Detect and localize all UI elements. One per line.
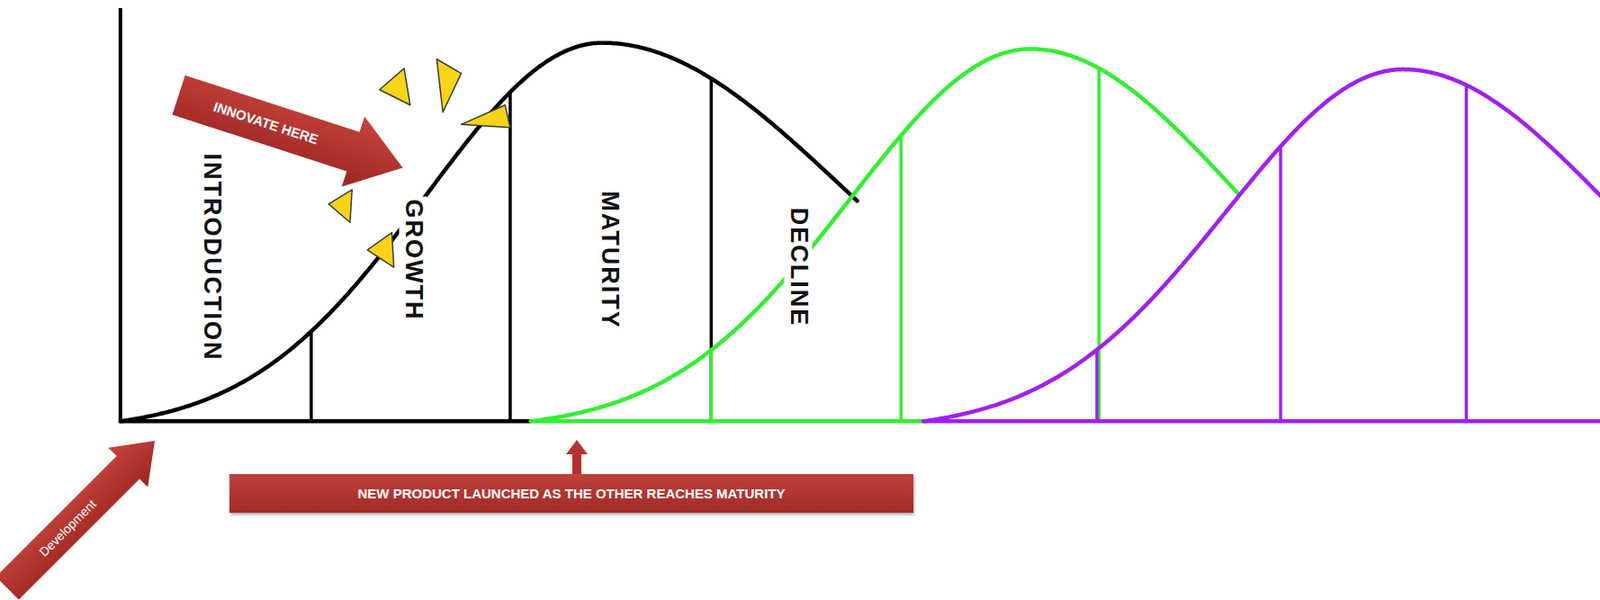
launch-pointer-head: [566, 440, 588, 455]
burst-mark: [367, 233, 394, 269]
stage-arrow: Development: [0, 421, 175, 600]
sales-curve: [120, 43, 858, 423]
stage-divider: [1278, 146, 1283, 423]
stage-divider: [1465, 85, 1469, 423]
time-axis: [120, 419, 531, 424]
burst-mark: [328, 189, 352, 223]
stage-label: INTRODUCTION: [197, 150, 225, 364]
stage-divider: [710, 350, 714, 422]
sales-curve: [530, 48, 1240, 422]
stage-divider: [1096, 68, 1101, 422]
life-cycle-curve: [923, 69, 1600, 422]
stage-label-holder: GROWTH: [399, 197, 428, 324]
stage-label-holder: DECLINE: [783, 205, 812, 331]
arrow-body: [0, 421, 175, 600]
burst-mark: [436, 59, 461, 113]
stage-label: MATURITY: [594, 188, 623, 332]
stage-label: DECLINE: [783, 205, 812, 331]
launch-pointer-stem: [572, 452, 582, 476]
stage-label: GROWTH: [399, 197, 428, 324]
stage-divider: [710, 78, 714, 422]
burst-mark: [461, 105, 511, 128]
time-axis: [923, 419, 1600, 424]
life-cycle-curve: [120, 43, 858, 423]
node-text: Development: [1, 462, 134, 594]
time-axis: [530, 419, 925, 424]
note-banner: NEW PRODUCT LAUNCHED AS THE OTHER REACHE…: [229, 474, 914, 513]
stage-divider: [309, 331, 314, 422]
sales-curve: [923, 69, 1600, 422]
burst-mark: [379, 68, 411, 106]
y-axis: [118, 8, 123, 423]
node-text: NEW PRODUCT LAUNCHED AS THE OTHER REACHE…: [358, 485, 786, 502]
stage-divider: [899, 135, 904, 423]
stage-divider: [1095, 350, 1099, 422]
stage-label-holder: MATURITY: [594, 188, 623, 332]
stage-label-holder: INTRODUCTION: [197, 150, 225, 364]
life-cycle-curve: [530, 48, 1240, 422]
stage-divider: [508, 91, 513, 422]
